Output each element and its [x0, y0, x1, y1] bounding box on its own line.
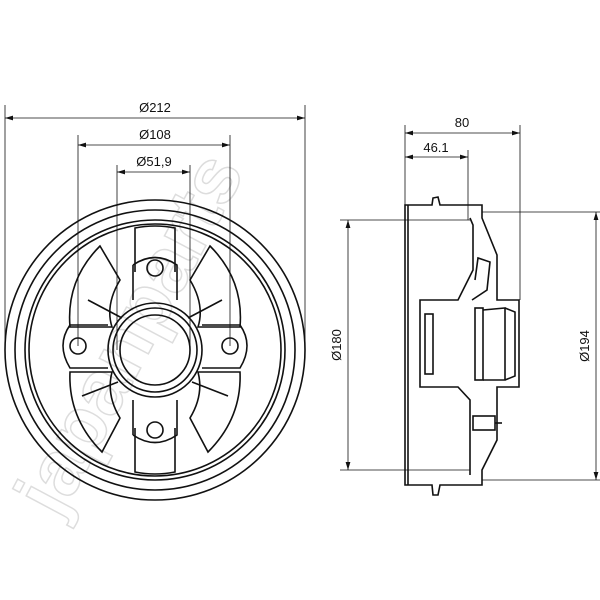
- hub-ring: [112, 307, 198, 393]
- flange-diameter-label: Ø194: [577, 330, 592, 362]
- offset-label: 46.1: [423, 140, 448, 155]
- bolt-circle-label: Ø108: [139, 127, 171, 142]
- overall-width-label: 80: [455, 115, 469, 130]
- hub-band-right: [474, 307, 484, 381]
- drum-profile: [404, 196, 520, 496]
- drum-inner-ring: [24, 219, 286, 481]
- side-dimensions: 80 46.1 Ø180 Ø194: [329, 115, 600, 481]
- inner-diameter-label: Ø180: [329, 329, 344, 361]
- hub-band-left: [424, 313, 434, 375]
- front-dimensions: Ø212 Ø108 Ø51,9: [4, 100, 306, 350]
- side-view: [404, 196, 520, 496]
- watermark-logo: japanparts: [0, 138, 260, 529]
- hub-outer: [107, 302, 203, 398]
- bolt-hole-bottom: [146, 421, 164, 439]
- center-bore-label: Ø51,9: [136, 154, 171, 169]
- bolt-hole-top: [146, 259, 164, 277]
- outer-diameter-label: Ø212: [139, 100, 171, 115]
- drum-inner-ring-2: [28, 223, 282, 477]
- spoke-pockets: [68, 225, 242, 475]
- bleed-nipple: [472, 415, 496, 431]
- drum-rim-ring: [14, 209, 296, 491]
- front-view: [4, 199, 306, 501]
